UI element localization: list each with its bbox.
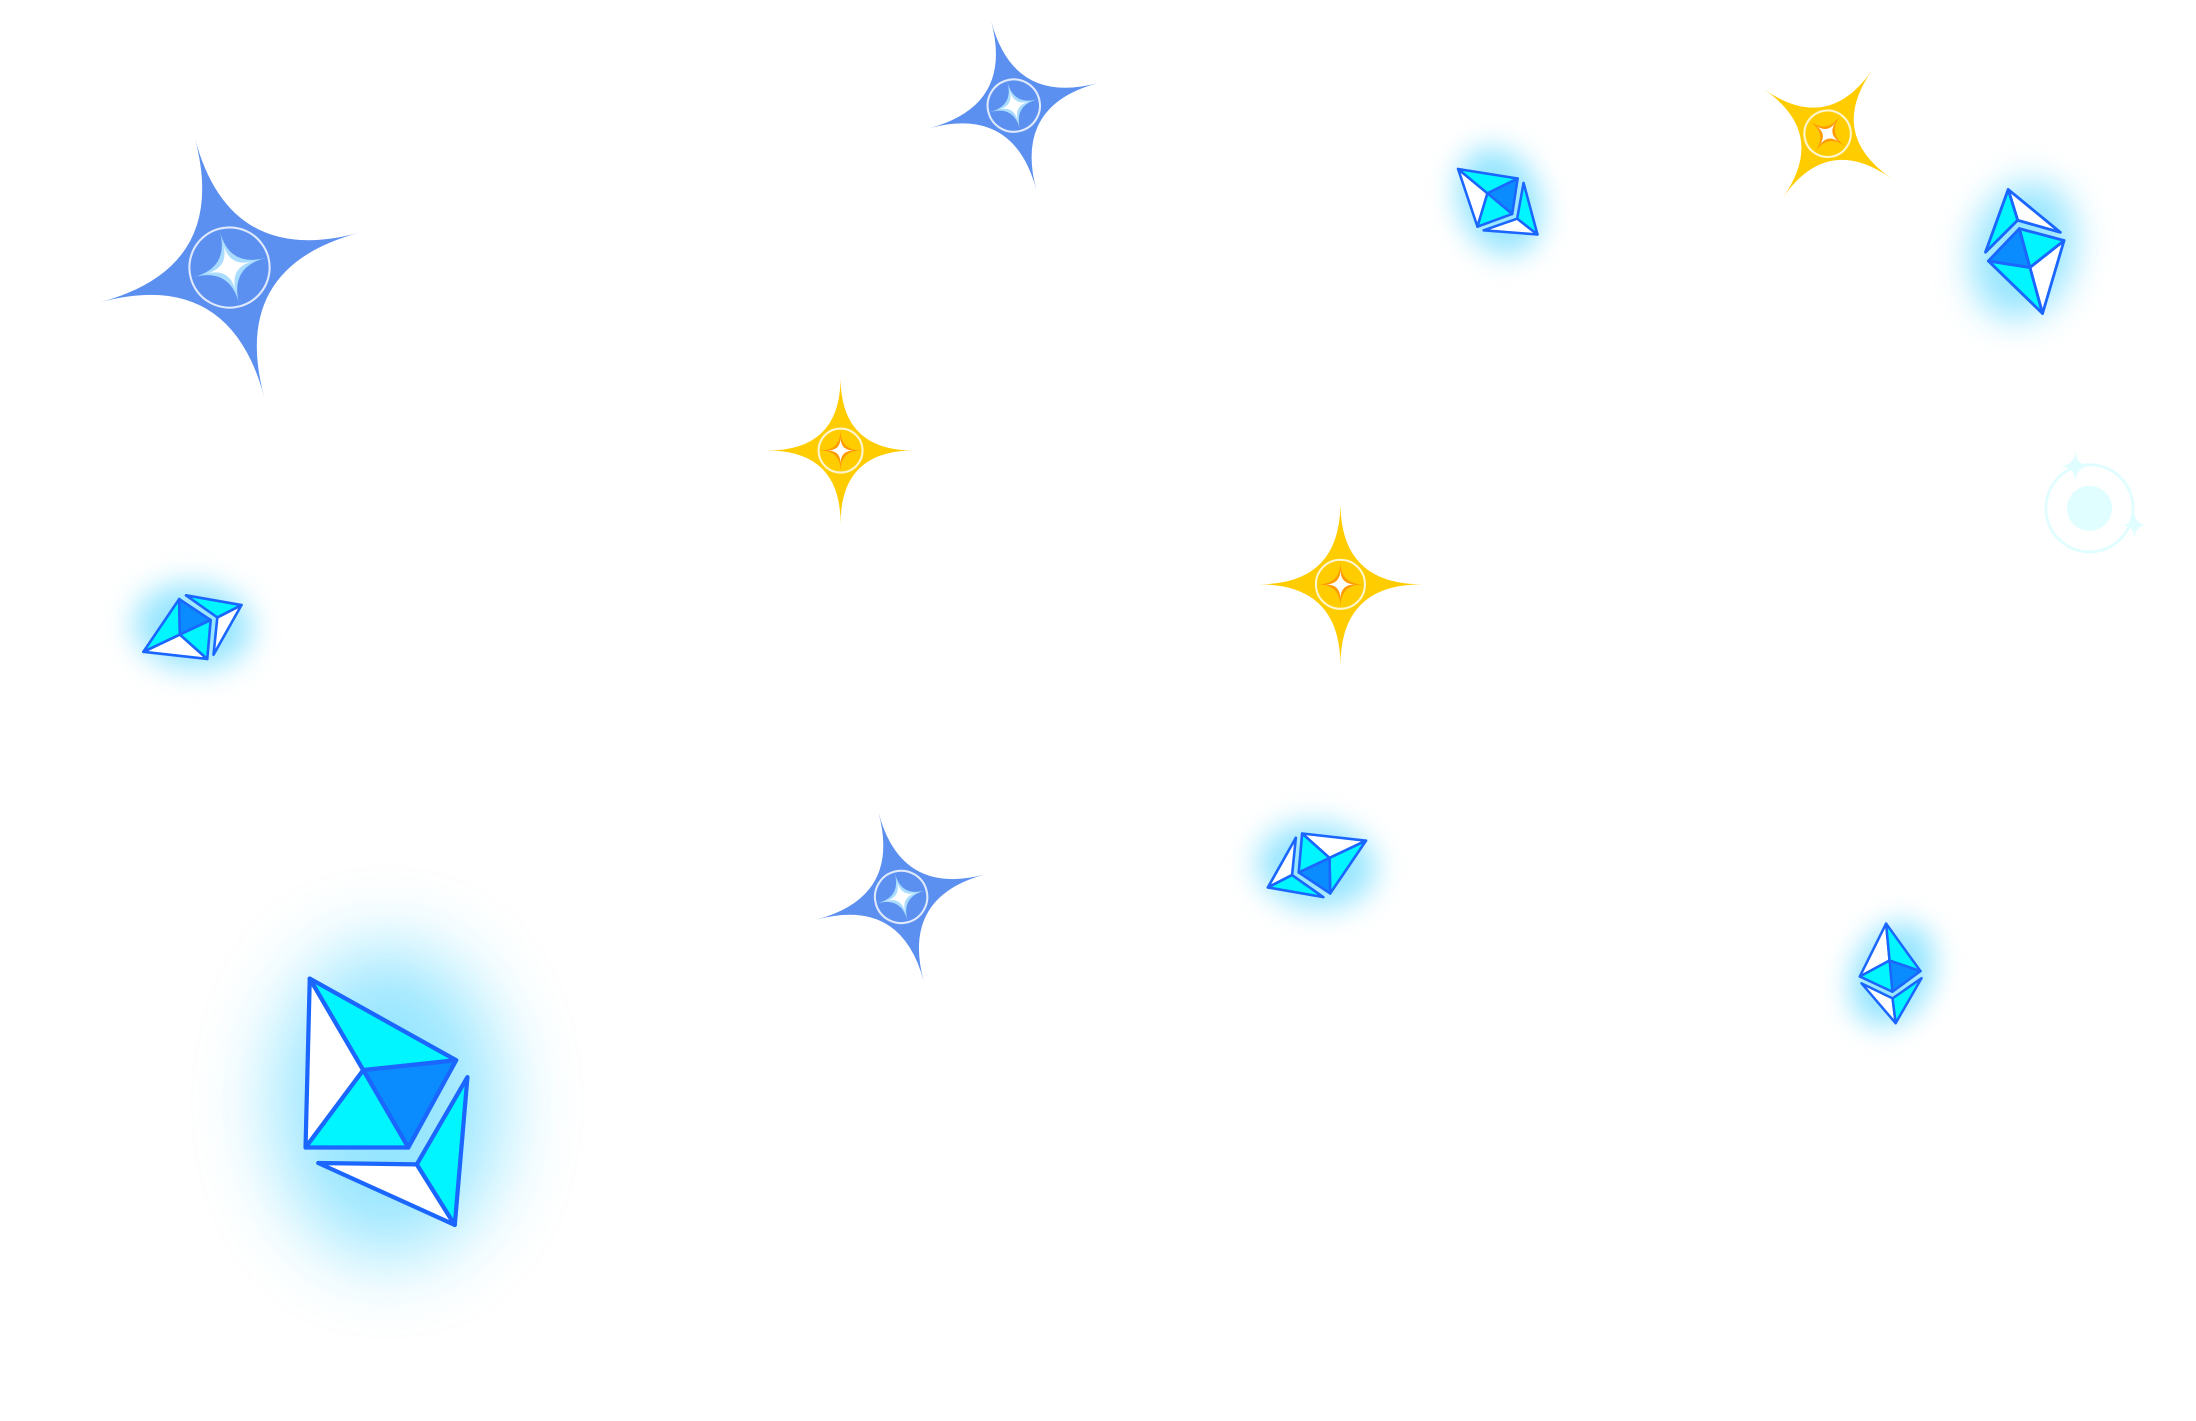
sparkle-icon xyxy=(100,138,359,397)
sparkle-ring xyxy=(873,869,929,925)
crystal-facet xyxy=(1984,188,2020,254)
ethereum-crystal-icon xyxy=(1257,822,1376,909)
sparkle-ring xyxy=(188,226,271,309)
crystal-facet xyxy=(184,594,243,619)
crystal-facet xyxy=(178,618,212,661)
sparkle-icon xyxy=(929,21,1099,190)
sparkle-icon xyxy=(816,812,986,982)
crystal-facet xyxy=(1476,192,1514,228)
orb-icon xyxy=(2044,449,2149,554)
orb-sparkle xyxy=(2120,511,2149,540)
sparkle-center xyxy=(1816,122,1840,146)
sparkle-ring xyxy=(986,78,1042,133)
sparkle-center xyxy=(885,881,917,913)
sparkle-center xyxy=(998,90,1029,121)
sparkle-ring xyxy=(1314,558,1366,610)
sparkle-center xyxy=(827,437,854,464)
crystal-facet xyxy=(1891,976,1923,1025)
crystal-facet xyxy=(1266,873,1325,899)
ethereum-crystal-icon xyxy=(1971,182,2076,320)
sparkle-ring xyxy=(1803,109,1852,159)
orb-sparkle xyxy=(2058,449,2093,483)
crystal-facet xyxy=(1515,181,1539,236)
orb-ring xyxy=(2044,463,2135,554)
ethereum-crystal-icon xyxy=(134,583,252,670)
sparkle-icon xyxy=(1258,502,1423,666)
ethereum-crystal-icon xyxy=(274,947,500,1258)
ethereum-crystal-icon xyxy=(1456,147,1543,256)
sparkle-ring xyxy=(817,427,864,474)
crystal-facet xyxy=(1297,832,1331,874)
crystal-facet xyxy=(303,1067,411,1150)
sparkle-icon xyxy=(1764,70,1892,198)
sparkle-icon xyxy=(767,377,914,524)
crystal-facet xyxy=(414,1075,470,1228)
crystal-facet xyxy=(2017,227,2066,269)
sparkle-center xyxy=(206,244,253,291)
crystal-facet xyxy=(1858,959,1894,994)
ethereum-crystal-icon xyxy=(1849,922,1935,1027)
orb-core xyxy=(2066,485,2112,531)
sparkle-center xyxy=(1325,569,1356,600)
